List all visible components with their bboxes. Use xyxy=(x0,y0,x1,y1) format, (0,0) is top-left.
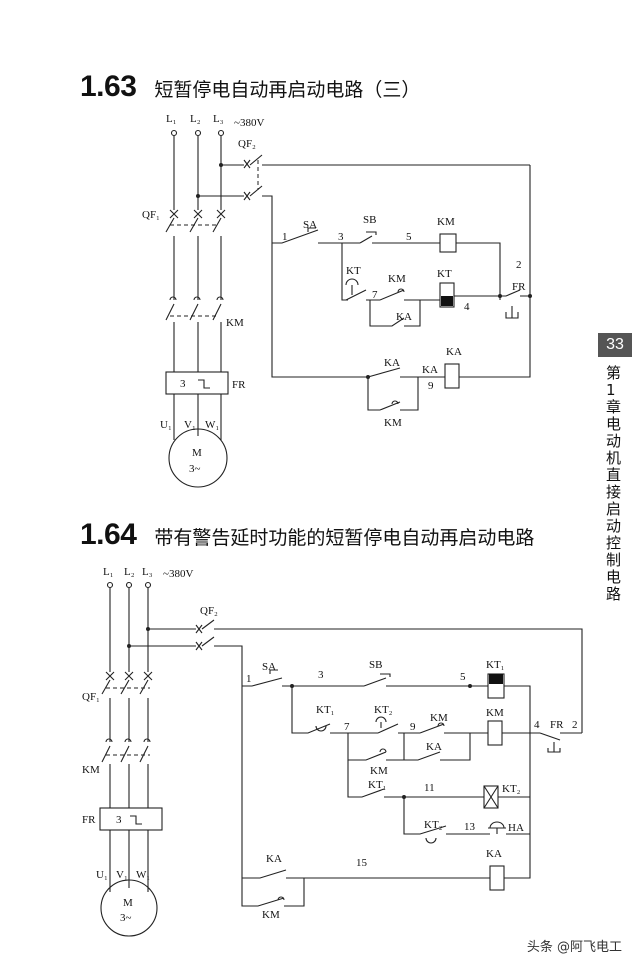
label-U1: U₁ xyxy=(96,869,108,881)
node-9: 9 xyxy=(428,380,434,392)
label-voltage: ~380V xyxy=(234,117,264,129)
node-3: 3 xyxy=(338,231,344,243)
node-9: 9 xyxy=(410,721,416,733)
node-13: 13 xyxy=(464,821,476,833)
label-SA: SA xyxy=(262,661,276,673)
label-SB: SB xyxy=(363,214,376,226)
section-heading: 带有警告延时功能的短暂停电自动再启动电路 xyxy=(154,527,535,549)
label-KT-contact: KT xyxy=(346,265,361,277)
label-KA-contact: KA xyxy=(426,741,442,753)
node-15: 15 xyxy=(356,857,368,869)
motor-symbol xyxy=(100,879,158,937)
node-5: 5 xyxy=(406,231,412,243)
node-1: 1 xyxy=(246,673,252,685)
label-W1: W₁ xyxy=(136,869,150,881)
label-FR-contact: FR xyxy=(550,719,564,731)
label-QF2: QF₂ xyxy=(238,138,256,150)
node-4: 4 xyxy=(464,301,470,313)
node-1: 1 xyxy=(282,231,288,243)
label-voltage: ~380V xyxy=(163,568,193,580)
circuit-diagram-163: L₁ L₂ L₃ ~380V QF₂ QF₁ KM 3 FR U₁ V₁ W₁ … xyxy=(142,113,532,488)
label-KM-contact: KM xyxy=(388,273,406,285)
label-KT1-b: KT₁ xyxy=(368,779,387,791)
section-title-1: 1.63 短暂停电自动再启动电路（三） xyxy=(80,70,420,104)
label-L1: L₁ xyxy=(103,566,114,578)
label-FR-contact: FR xyxy=(512,281,526,293)
label-SB: SB xyxy=(369,659,382,671)
label-KA-coil: KA xyxy=(446,346,462,358)
motor-symbol xyxy=(168,428,228,488)
label-KT-coil: KT xyxy=(437,268,452,280)
page-number-tab: 33 xyxy=(598,333,632,357)
label-U1: U₁ xyxy=(160,419,172,431)
label-L1: L₁ xyxy=(166,113,177,125)
label-L3: L₃ xyxy=(142,566,153,578)
label-KM-main: KM xyxy=(226,317,244,329)
label-HA: HA xyxy=(508,822,524,834)
label-KT2-b: KT₂ xyxy=(424,819,443,831)
motor-label: M xyxy=(192,447,202,459)
label-KT1: KT₁ xyxy=(316,704,335,716)
node-7: 7 xyxy=(372,289,378,301)
label-KM-coil: KM xyxy=(486,707,504,719)
node-4: 4 xyxy=(534,719,540,731)
label-QF1: QF₁ xyxy=(82,691,100,703)
section-heading: 短暂停电自动再启动电路（三） xyxy=(154,79,421,101)
section-number: 1.64 xyxy=(80,518,137,551)
label-KA-top: KA xyxy=(384,357,400,369)
label-KT2: KT₂ xyxy=(374,704,393,716)
section-number: 1.63 xyxy=(80,70,137,103)
motor-phase: 3~ xyxy=(189,463,201,475)
node-2: 2 xyxy=(572,719,578,731)
node-3: 3 xyxy=(318,669,324,681)
label-KA-contact: KA xyxy=(396,311,412,323)
label-L2: L₂ xyxy=(124,566,135,578)
label-L3: L₃ xyxy=(213,113,224,125)
label-FR: FR xyxy=(232,379,246,391)
label-KM-coil: KM xyxy=(437,216,455,228)
fr-box-number: 3 xyxy=(180,378,186,390)
node-11: 11 xyxy=(424,782,435,794)
section-title-2: 1.64 带有警告延时功能的短暂停电自动再启动电路 xyxy=(80,518,534,552)
label-KM-contact-2: KM xyxy=(370,765,388,777)
label-KM-main: KM xyxy=(82,764,100,776)
circuit-diagram-164: L₁ L₂ L₃ ~380V QF₂ QF₁ KM FR 3 U₁ V₁ W₁ … xyxy=(82,566,583,937)
label-KT2-coil: KT₂ xyxy=(502,783,521,795)
node-2: 2 xyxy=(516,259,522,271)
label-KM-bottom: KM xyxy=(262,909,280,921)
label-QF1: QF₁ xyxy=(142,209,160,221)
watermark: 头条 @阿飞电工 xyxy=(526,940,622,955)
label-KM-bottom: KM xyxy=(384,417,402,429)
label-QF2: QF₂ xyxy=(200,605,218,617)
label-KA-top: KA xyxy=(266,853,282,865)
label-KM-contact: KM xyxy=(430,712,448,724)
label-KA-coil-tag: KA xyxy=(422,364,438,376)
motor-phase: 3~ xyxy=(120,912,132,924)
label-V1: V₁ xyxy=(184,419,196,431)
motor-label: M xyxy=(123,897,133,909)
node-5: 5 xyxy=(460,671,466,683)
label-V1: V₁ xyxy=(116,869,128,881)
node-7: 7 xyxy=(344,721,350,733)
chapter-side-title: 第1章 电动机直接启动控制电路 xyxy=(606,364,622,603)
label-FR: FR xyxy=(82,814,96,826)
label-L2: L₂ xyxy=(190,113,201,125)
fr-box-number: 3 xyxy=(116,814,122,826)
label-KT1-coil: KT₁ xyxy=(486,659,505,671)
label-W1: W₁ xyxy=(205,419,219,431)
label-KA-coil: KA xyxy=(486,848,502,860)
